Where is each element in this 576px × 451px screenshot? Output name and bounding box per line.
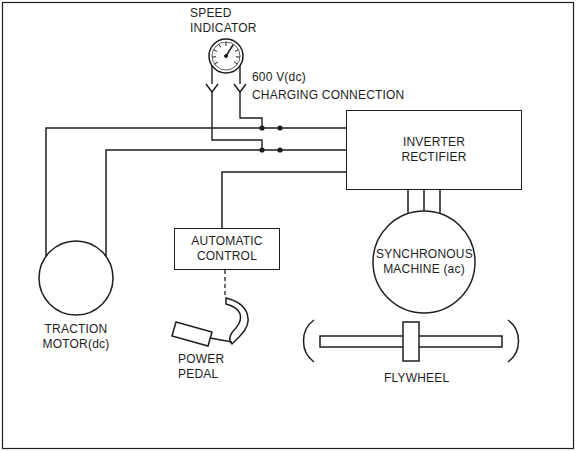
gauge-tick xyxy=(212,56,216,57)
part-label: POWER PEDAL xyxy=(178,352,242,382)
wire-path xyxy=(439,190,441,214)
gauge-tick xyxy=(214,50,218,52)
gauge-tick xyxy=(234,62,237,64)
control-box: AUTOMATIC CONTROL xyxy=(174,228,280,270)
node-label: INVERTER RECTIFIER xyxy=(384,135,484,165)
part-label: 600 V(dc) xyxy=(252,70,306,85)
node-label: SYNCHRONOUS MACHINE (ac) xyxy=(376,247,472,277)
gauge-tick xyxy=(226,42,227,46)
gauge-tick xyxy=(215,62,218,64)
inverter-box: INVERTER RECTIFIER xyxy=(346,110,522,190)
wire-path xyxy=(407,190,409,214)
flywheel-symbol xyxy=(304,320,519,362)
wire-path xyxy=(423,190,425,211)
part-label: SPEED INDICATOR xyxy=(190,6,274,36)
node-label: AUTOMATIC CONTROL xyxy=(182,234,272,264)
machine-circle: SYNCHRONOUS MACHINE (ac) xyxy=(372,210,476,314)
part-label: CHARGING CONNECTION xyxy=(252,88,404,103)
gauge-tick xyxy=(236,56,240,57)
pedal-symbol xyxy=(172,298,248,346)
circle-outline xyxy=(38,240,114,316)
wire-connector xyxy=(222,172,346,228)
wire-connector xyxy=(408,190,440,214)
frame xyxy=(3,3,574,449)
control-link xyxy=(224,270,225,298)
motor-circle: TRACTION MOTOR(dc) xyxy=(32,240,120,352)
gauge-tick xyxy=(219,44,221,47)
gauge-tick xyxy=(235,50,239,52)
gauge-symbol xyxy=(209,39,243,73)
part-label: FLYWHEEL xyxy=(384,371,449,386)
terminal-dots xyxy=(259,125,282,152)
wire-path xyxy=(222,172,346,228)
node-label: TRACTION MOTOR(dc) xyxy=(32,322,120,352)
